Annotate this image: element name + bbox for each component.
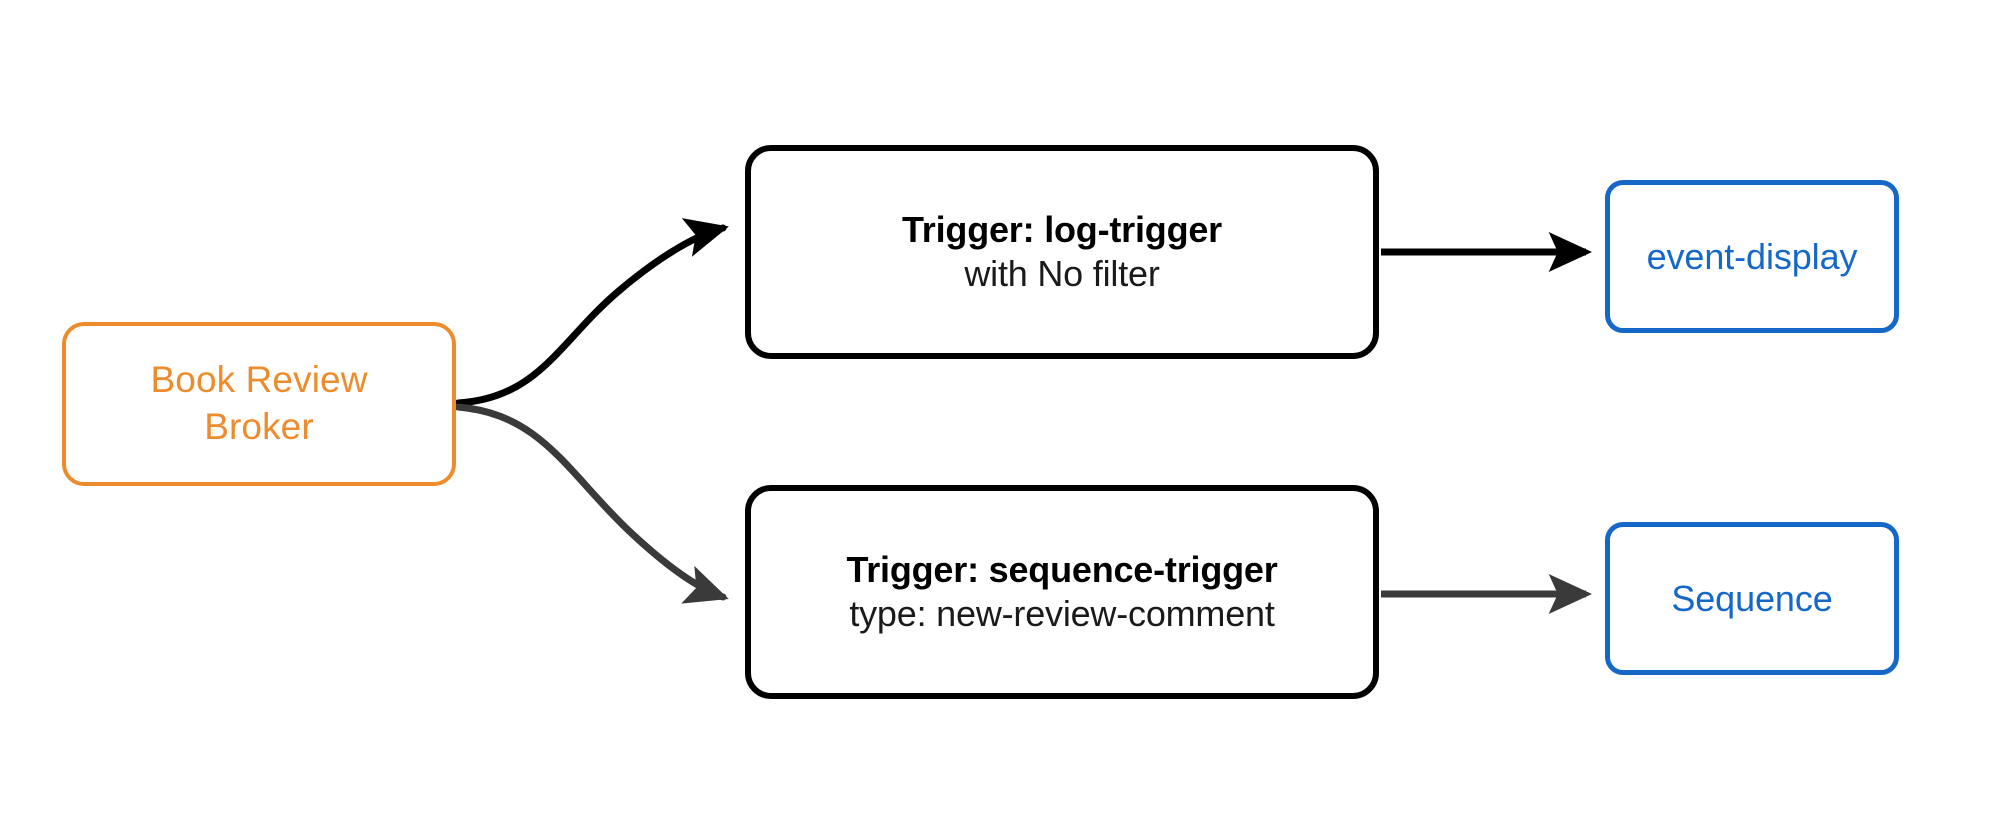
node-trigger-log-trigger[interactable]: Trigger: log-trigger with No filter — [745, 145, 1379, 359]
trigger-sequence-title: Trigger: sequence-trigger — [846, 549, 1278, 591]
broker-label-line-2: Broker — [204, 406, 314, 447]
node-book-review-broker[interactable]: Book Review Broker — [62, 322, 456, 486]
sink-sequence-label: Sequence — [1671, 577, 1833, 619]
node-sink-event-display[interactable]: event-display — [1605, 180, 1899, 333]
edge-broker-to-log-trigger — [454, 218, 729, 407]
node-sink-sequence[interactable]: Sequence — [1605, 522, 1899, 675]
edge-broker-to-sequence-trigger — [454, 403, 729, 604]
sink-event-display-label: event-display — [1646, 235, 1858, 277]
broker-label-line-1: Book Review — [150, 359, 368, 401]
trigger-sequence-subtitle: type: new-review-comment — [849, 593, 1275, 634]
trigger-log-title: Trigger: log-trigger — [901, 209, 1222, 251]
trigger-log-subtitle: with No filter — [964, 253, 1160, 294]
node-trigger-sequence-trigger[interactable]: Trigger: sequence-trigger type: new-revi… — [745, 485, 1379, 699]
